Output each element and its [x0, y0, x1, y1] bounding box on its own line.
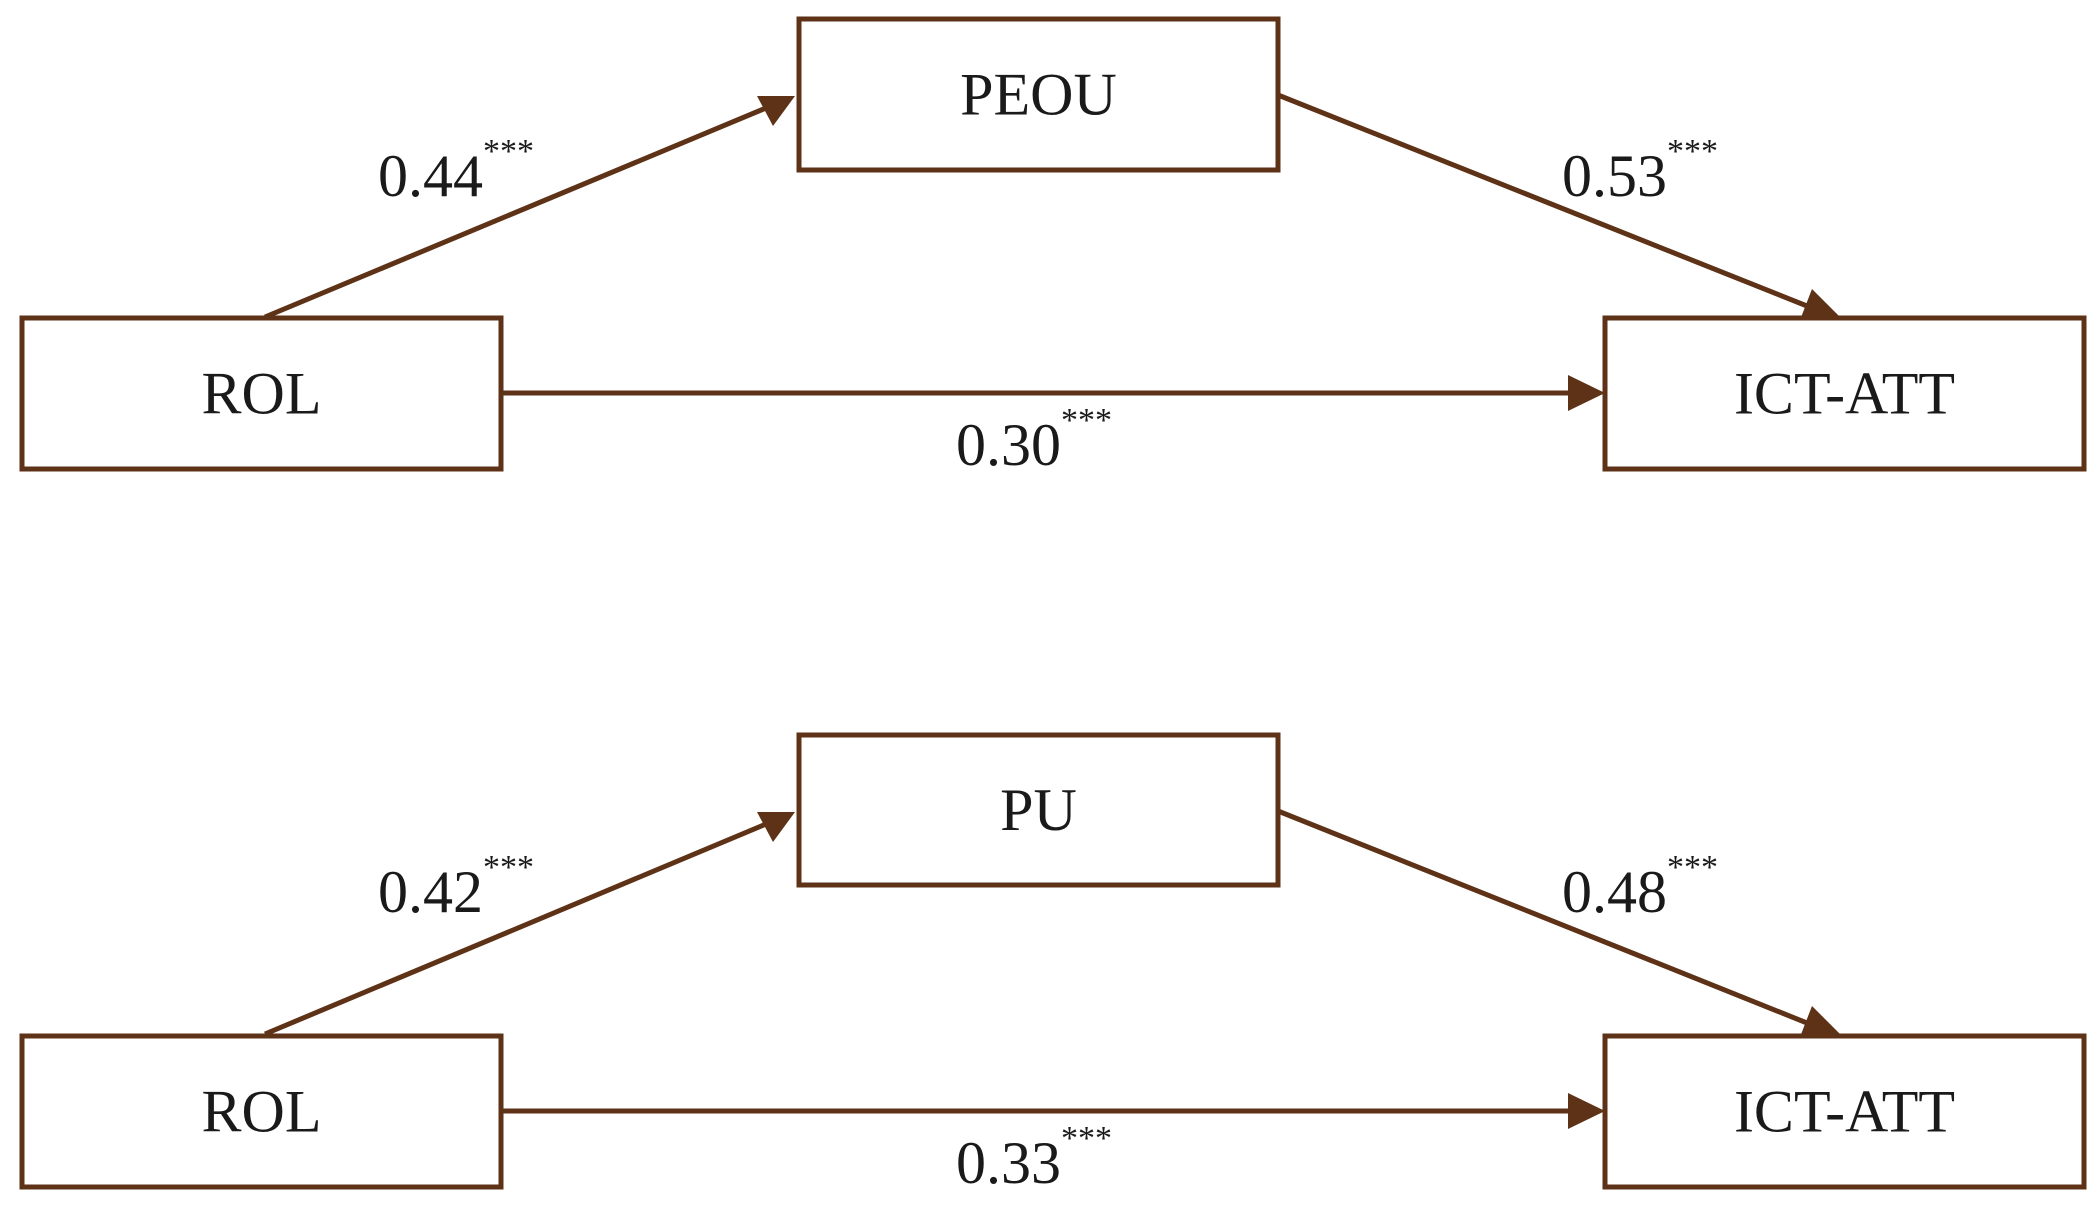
- mediator-node: PEOU: [796, 16, 1281, 173]
- path-a-coefficient: 0.42***: [378, 849, 534, 925]
- path-a-arrow: [264, 96, 795, 320]
- path-c-coefficient: 0.33***: [956, 1120, 1112, 1196]
- node-label: ICT-ATT: [1734, 1079, 1955, 1145]
- path-a-arrow: [264, 812, 795, 1037]
- path-a-line: [264, 100, 779, 320]
- node-box: [1602, 315, 2087, 472]
- path-b-line: [1277, 808, 1823, 1032]
- arrowhead: [1800, 289, 1843, 320]
- path-b-line: [1277, 92, 1823, 315]
- path-c-arrow: [501, 375, 1605, 411]
- significance-stars: ***: [483, 849, 534, 886]
- arrowhead: [757, 96, 795, 126]
- significance-stars: ***: [1061, 402, 1112, 439]
- model-2: PU ROL ICT-ATT 0.42*** 0.48*** 0.33***: [19, 732, 2087, 1196]
- coefficient-value: 0.42: [378, 859, 483, 925]
- node-label: ROL: [202, 361, 322, 427]
- significance-stars: ***: [1667, 133, 1718, 170]
- node-box: [19, 1033, 504, 1190]
- outcome-node: ICT-ATT: [1602, 315, 2087, 472]
- node-label: ICT-ATT: [1734, 361, 1955, 427]
- coefficient-value: 0.30: [956, 412, 1061, 478]
- arrowhead: [757, 812, 795, 842]
- significance-stars: ***: [1667, 849, 1718, 886]
- path-a-line: [264, 816, 779, 1037]
- outcome-node: ICT-ATT: [1602, 1033, 2087, 1190]
- node-box: [1602, 1033, 2087, 1190]
- path-b-coefficient: 0.53***: [1562, 133, 1718, 209]
- significance-stars: ***: [483, 133, 534, 170]
- node-label: ROL: [202, 1079, 322, 1145]
- arrowhead: [1800, 1006, 1843, 1037]
- path-b-coefficient: 0.48***: [1562, 849, 1718, 925]
- predictor-node: ROL: [19, 315, 504, 472]
- node-label: PU: [1000, 777, 1077, 843]
- path-a-coefficient: 0.44***: [378, 133, 534, 209]
- node-box: [796, 732, 1281, 888]
- mediator-node: PU: [796, 732, 1281, 888]
- path-b-arrow: [1277, 92, 1843, 320]
- node-label: PEOU: [960, 62, 1117, 128]
- model-1: PEOU ROL ICT-ATT 0.44*** 0.53*** 0.30***: [19, 16, 2087, 478]
- node-box: [796, 16, 1281, 173]
- arrowhead: [1568, 1093, 1605, 1129]
- significance-stars: ***: [1061, 1120, 1112, 1157]
- arrowhead: [1568, 375, 1605, 411]
- path-c-arrow: [501, 1093, 1605, 1129]
- coefficient-value: 0.53: [1562, 143, 1667, 209]
- coefficient-value: 0.44: [378, 143, 483, 209]
- path-b-arrow: [1277, 808, 1843, 1037]
- path-c-coefficient: 0.30***: [956, 402, 1112, 478]
- coefficient-value: 0.33: [956, 1130, 1061, 1196]
- coefficient-value: 0.48: [1562, 859, 1667, 925]
- predictor-node: ROL: [19, 1033, 504, 1190]
- node-box: [19, 315, 504, 472]
